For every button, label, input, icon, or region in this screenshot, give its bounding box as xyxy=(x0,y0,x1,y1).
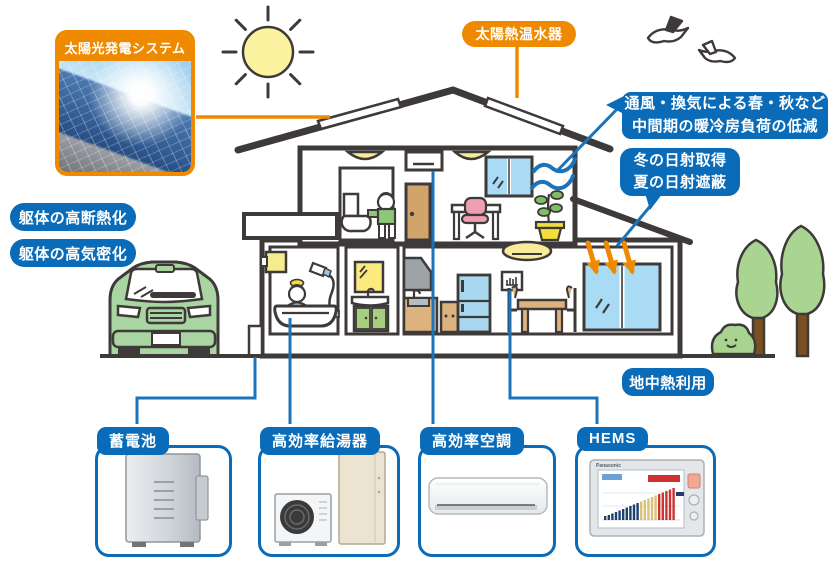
sunlight-arrows-icon xyxy=(585,240,636,275)
study-window xyxy=(484,155,534,198)
birds-icon xyxy=(646,15,737,64)
battery-product-image xyxy=(125,453,209,547)
solar-pv-callout: 太陽光発電システム xyxy=(55,30,195,176)
range-hood xyxy=(402,256,433,292)
bathtub xyxy=(273,304,338,328)
solar-water-heater-label: 太陽熱温水器 xyxy=(462,21,576,47)
bush-icon xyxy=(710,323,757,356)
toilet-bowl xyxy=(340,214,372,233)
mirror xyxy=(353,260,385,294)
ventilation-label-line1: 通風・換気による春・秋など xyxy=(624,95,826,112)
house xyxy=(234,86,693,359)
toilet-room xyxy=(338,166,397,242)
hems-wall-panel xyxy=(500,270,524,292)
outdoor-battery-unit xyxy=(247,324,264,358)
hems-device-brand: Panasonic xyxy=(596,463,621,469)
sink-basin xyxy=(350,295,390,307)
water-heater-card-label: 高効率給湯器 xyxy=(260,427,381,455)
ceiling-light-icon xyxy=(344,150,492,161)
solar-panel-photo xyxy=(59,61,191,172)
solar-gain-label: 冬の日射取得 夏の日射遮蔽 xyxy=(620,148,740,196)
trees xyxy=(710,224,826,358)
car xyxy=(108,260,220,358)
roof-solar-panels xyxy=(316,96,565,136)
solar-gain-label-tail xyxy=(645,193,663,210)
solar-gain-label-line1: 冬の日射取得 xyxy=(633,151,727,169)
hvac-card-label: 高効率空調 xyxy=(420,427,525,455)
battery-card-label: 蓄電池 xyxy=(97,427,170,455)
air-conditioner-product-image xyxy=(428,477,548,515)
hems-monitor-product-image: Panasonic xyxy=(589,459,705,537)
high-airtightness-label: 躯体の高気密化 xyxy=(10,239,136,267)
geothermal-label: 地中熱利用 xyxy=(622,368,714,396)
high-insulation-label: 躯体の高断熱化 xyxy=(10,203,136,231)
desk-and-chair xyxy=(450,196,502,241)
hems-card: HEMS Panasonic xyxy=(575,427,716,557)
air-conditioner-indoor-unit xyxy=(404,150,444,172)
connector-hems xyxy=(508,290,599,424)
hems-card-label: HEMS xyxy=(577,427,649,451)
door xyxy=(404,182,432,242)
water-heater-card: 高効率給湯器 xyxy=(258,427,400,557)
entrance-canopy xyxy=(242,212,339,240)
potted-plant-icon xyxy=(534,190,566,242)
connector-ventilation xyxy=(554,102,624,174)
bathroom-window xyxy=(264,250,288,274)
solar-gain-label-line2: 夏の日射遮蔽 xyxy=(633,174,727,191)
connector-lines xyxy=(135,46,659,424)
solar-pv-label: 太陽光発電システム xyxy=(59,34,191,61)
lean-to-roof xyxy=(570,196,693,245)
ventilation-label-line2: 中間期の暖冷房負荷の低減 xyxy=(631,117,818,135)
water-heater-product-image xyxy=(274,451,386,546)
kitchen-dining-room xyxy=(402,240,674,336)
dining-ceiling-light xyxy=(501,240,553,262)
ventilation-label: 通風・換気による春・秋など 中間期の暖冷房負荷の低減 xyxy=(622,92,828,139)
stove-counter xyxy=(439,300,460,334)
washroom xyxy=(344,245,400,336)
child-figure xyxy=(367,192,397,239)
refrigerator xyxy=(456,273,492,334)
living-window xyxy=(582,262,662,332)
connector-battery xyxy=(135,357,257,424)
bathroom xyxy=(260,245,340,336)
breeze-icon xyxy=(530,157,577,191)
dining-table-set xyxy=(507,285,577,334)
sun-icon xyxy=(221,5,315,99)
ventilation-label-tail xyxy=(606,96,624,114)
hvac-card: 高効率空調 xyxy=(418,427,556,557)
toilet-tank xyxy=(342,192,360,218)
battery-card: 蓄電池 xyxy=(95,427,232,557)
